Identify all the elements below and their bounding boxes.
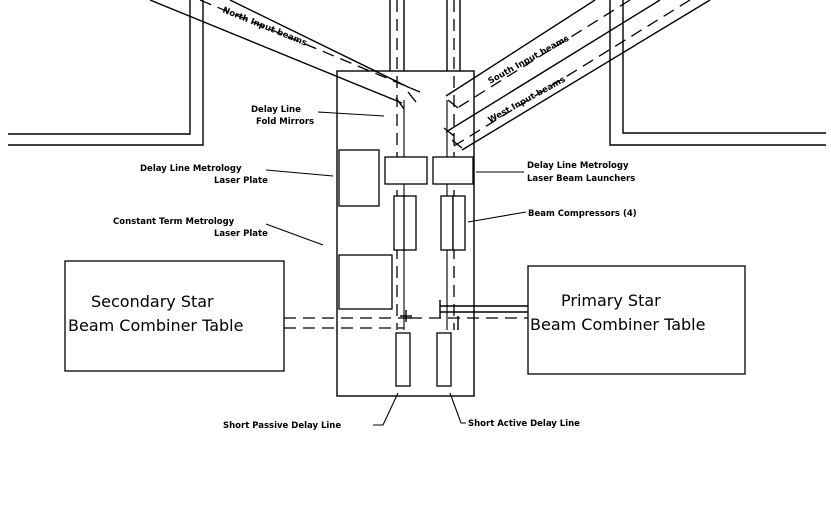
metrology-plate-label-1: Delay Line Metrology — [140, 164, 242, 174]
metrology-laser-plate — [338, 149, 380, 207]
south-west-input-beams — [443, 0, 711, 151]
constant-term-laser-plate — [338, 254, 393, 310]
fold-mirrors-label-2: Fold Mirrors — [256, 117, 314, 127]
central-enclosure — [336, 70, 475, 397]
launchers-label-2: Laser Beam Launchers — [527, 174, 635, 184]
compressors-label: Beam Compressors (4) — [528, 209, 637, 219]
constant-term-label-1: Constant Term Metrology — [113, 217, 235, 227]
left-wall — [8, 0, 204, 146]
short-passive-delay-line — [395, 332, 411, 387]
primary-star-table — [527, 265, 746, 375]
secondary-star-label-1: Secondary Star — [91, 292, 214, 311]
primary-star-label-1: Primary Star — [561, 291, 661, 310]
short-active-delay-line — [436, 332, 452, 387]
launcher-left — [384, 156, 428, 185]
north-input-beams-label: North Input beams — [221, 6, 308, 49]
launchers-label-1: Delay Line Metrology — [527, 161, 629, 171]
constant-term-leader — [265, 223, 324, 246]
launcher-right — [432, 156, 474, 185]
metrology-plate-label-2: Laser Plate — [214, 176, 268, 186]
fold-mirrors-label-1: Delay Line — [251, 105, 301, 115]
beam-compressors — [393, 195, 466, 251]
compressors-leader — [467, 211, 527, 223]
horizontal-beams — [284, 300, 528, 330]
right-wall — [609, 0, 826, 146]
metrology-plate-leader — [265, 169, 334, 177]
passive-delay-label: Short Passive Delay Line — [223, 421, 341, 431]
secondary-star-table — [64, 260, 285, 372]
constant-term-label-2: Laser Plate — [214, 229, 268, 239]
north-input-beams — [149, 0, 421, 110]
fold-mirrors-leader — [317, 111, 385, 117]
primary-star-label-2: Beam Combiner Table — [530, 315, 705, 334]
secondary-star-label-2: Beam Combiner Table — [68, 316, 243, 335]
active-delay-label: Short Active Delay Line — [468, 419, 580, 429]
passive-delay-leader — [373, 392, 399, 426]
active-delay-leader — [449, 392, 466, 424]
